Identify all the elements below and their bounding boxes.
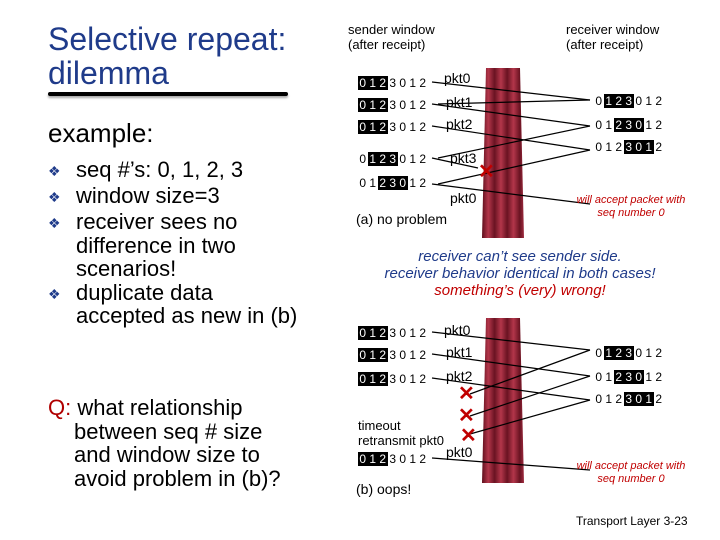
- diamond-bullet-icon: ❖: [48, 163, 61, 179]
- middle-line-1: receiver can’t see sender side.: [418, 248, 622, 265]
- bullet-item: ❖ duplicate data accepted as new in (b): [48, 279, 298, 328]
- packet-label-a0: pkt0: [444, 70, 471, 86]
- middle-explanation: receiver can’t see sender side. receiver…: [360, 248, 680, 299]
- lost-ack-x-icon: ✕: [460, 425, 477, 447]
- ack-arrow-a1: [437, 125, 591, 159]
- middle-line-2: receiver behavior identical in both case…: [384, 265, 656, 282]
- packet-label-a2: pkt2: [446, 116, 473, 132]
- sender-window-header: sender window (after receipt): [348, 22, 435, 52]
- diamond-bullet-icon: ❖: [48, 189, 61, 205]
- ack-arrow-b2: [469, 399, 591, 435]
- receiver-window-header: receiver window (after receipt): [566, 22, 660, 52]
- packet-arrow-a3: [431, 157, 479, 169]
- packet-arrow-b3: [431, 457, 591, 471]
- bullet-text: seq #’s: 0, 1, 2, 3: [76, 157, 244, 182]
- scenario-b-caption: (b) oops!: [356, 481, 412, 497]
- footer-page-label: Transport Layer 3-23: [576, 514, 688, 528]
- packet-arrow-a4: [431, 183, 591, 205]
- question-lead: Q:: [48, 395, 72, 420]
- packet-label-a4: pkt0: [450, 190, 477, 206]
- bullet-item: ❖ receiver sees no difference in two sce…: [48, 210, 298, 281]
- packet-arrow-a2: [431, 125, 591, 151]
- example-label: example:: [48, 118, 154, 148]
- packet-label-b3: pkt0: [446, 444, 473, 460]
- bullet-item: ❖ seq #’s: 0, 1, 2, 3: [48, 158, 298, 184]
- packet-arrow-b0: [431, 331, 591, 351]
- bullet-text: duplicate data accepted as new in (b): [76, 279, 298, 328]
- lost-packet-x-icon: ✕: [478, 161, 495, 183]
- bullet-item: ❖ window size=3: [48, 184, 298, 210]
- diamond-bullet-icon: ❖: [48, 215, 61, 231]
- title-underline: [48, 92, 288, 96]
- lost-ack-x-icon: ✕: [458, 405, 475, 427]
- question-text: what relationship between seq # size and…: [71, 395, 281, 491]
- ack-arrow-b0: [469, 349, 591, 395]
- lost-ack-x-icon: ✕: [458, 383, 475, 405]
- ack-arrow-a2: [437, 149, 591, 185]
- ack-arrow-b1: [469, 375, 591, 417]
- scenario-a-caption: (a) no problem: [356, 211, 448, 227]
- bullet-text: receiver sees no difference in two scena…: [76, 209, 238, 281]
- diamond-bullet-icon: ❖: [48, 285, 61, 302]
- packet-arrow-a1: [431, 103, 591, 127]
- ack-arrow-a0: [437, 99, 591, 105]
- curtain-icon: [482, 318, 524, 483]
- packet-label-b1: pkt1: [446, 344, 473, 360]
- slide-title: Selective repeat: dilemma: [48, 21, 287, 91]
- bullet-list: ❖ seq #’s: 0, 1, 2, 3 ❖ window size=3 ❖ …: [48, 158, 298, 328]
- timeout-label: timeout retransmit pkt0: [358, 418, 444, 448]
- question-block: Q: what relationship between seq # size …: [48, 396, 298, 490]
- scenario-a-note: will accept packet with seq number 0: [576, 194, 686, 219]
- curtain-icon: [482, 68, 524, 238]
- packet-label-b0: pkt0: [444, 322, 471, 338]
- bullet-text: window size=3: [76, 183, 220, 208]
- middle-line-3: something’s (very) wrong!: [434, 282, 606, 299]
- scenario-b-note: will accept packet with seq number 0: [576, 460, 686, 485]
- packet-arrow-b1: [431, 353, 591, 377]
- packet-label-b2: pkt2: [446, 368, 473, 384]
- packet-label-a3: pkt3: [450, 150, 477, 166]
- packet-label-a1: pkt1: [446, 94, 473, 110]
- packet-arrow-b2: [431, 377, 591, 401]
- packet-arrow-a0: [431, 81, 591, 101]
